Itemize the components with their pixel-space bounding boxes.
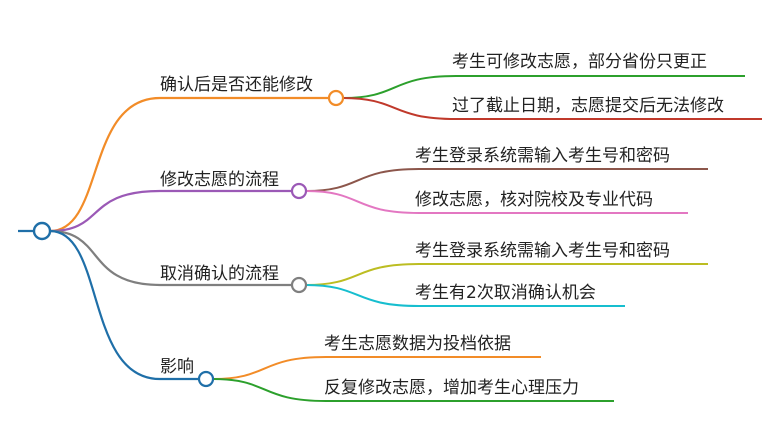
branch-line-0 bbox=[49, 96, 336, 233]
leaf-line-1-1 bbox=[305, 190, 688, 214]
branch-line-3 bbox=[49, 229, 206, 381]
leaf-line-3-1 bbox=[212, 378, 614, 402]
leaf-label: 考生有2次取消确认机会 bbox=[415, 283, 596, 303]
branch-label: 影响 bbox=[160, 357, 194, 377]
branch-line-2 bbox=[49, 229, 299, 287]
leaf-line-0-0 bbox=[342, 75, 745, 99]
branch-label: 确认后是否还能修改 bbox=[160, 75, 313, 95]
leaf-line-2-1 bbox=[305, 284, 625, 307]
leaf-label: 反复修改志愿，增加考生心理压力 bbox=[324, 378, 579, 398]
branch-node-2 bbox=[290, 276, 308, 294]
leaf-line-0-1 bbox=[342, 97, 762, 120]
leaf-label: 考生登录系统需输入考生号和密码 bbox=[415, 146, 670, 166]
leaf-label: 过了截止日期，志愿提交后无法修改 bbox=[452, 96, 724, 116]
leaf-label: 考生登录系统需输入考生号和密码 bbox=[415, 241, 670, 261]
leaf-line-3-0 bbox=[212, 356, 541, 380]
leaf-label: 考生志愿数据为投档依据 bbox=[324, 334, 511, 354]
branch-node-0 bbox=[327, 89, 345, 107]
leaf-line-2-0 bbox=[305, 263, 708, 286]
branch-line-1 bbox=[49, 189, 299, 233]
root-node bbox=[32, 221, 52, 241]
leaf-label: 考生可修改志愿，部分省份只更正 bbox=[452, 52, 707, 72]
branch-node-1 bbox=[290, 182, 308, 200]
branch-label: 取消确认的流程 bbox=[160, 264, 279, 284]
leaf-line-1-0 bbox=[305, 168, 708, 192]
branch-label: 修改志愿的流程 bbox=[160, 170, 279, 190]
leaf-label: 修改志愿，核对院校及专业代码 bbox=[415, 190, 653, 210]
branch-node-3 bbox=[197, 370, 215, 388]
